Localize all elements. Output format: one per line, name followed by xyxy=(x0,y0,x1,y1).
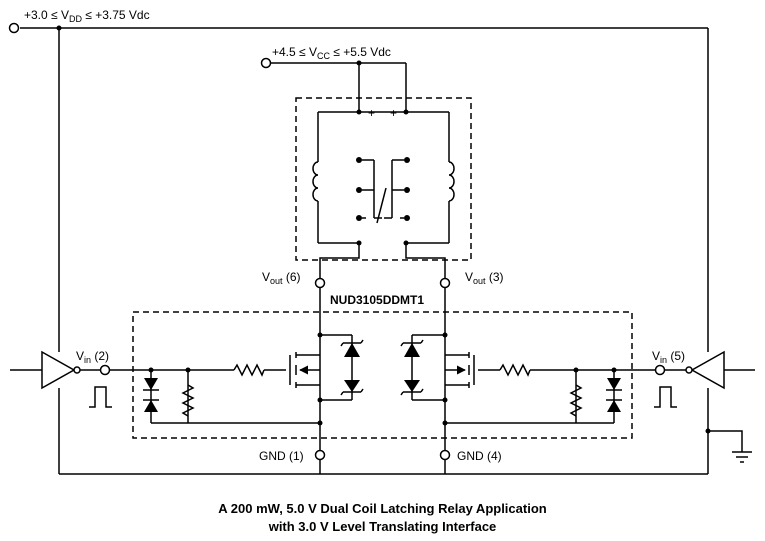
relay-pin-dot xyxy=(356,109,362,115)
vout3-terminal xyxy=(439,277,451,289)
vout6-label: Vout (6) xyxy=(262,270,301,286)
caption-line-2: with 3.0 V Level Translating Interface xyxy=(268,519,497,534)
vin2-terminal xyxy=(99,364,111,376)
left-buffer-icon xyxy=(41,350,76,390)
junction-dot xyxy=(442,332,448,338)
vcc-range-label: +4.5 ≤ VCC ≤ +5.5 Vdc xyxy=(272,45,391,61)
left-series-resistor-icon xyxy=(233,363,265,377)
gnd1-terminal xyxy=(314,449,326,461)
right-clamp-zener-icon xyxy=(400,339,424,396)
relay-pin-dot xyxy=(403,109,409,115)
junction-dot xyxy=(185,367,191,373)
gnd4-terminal xyxy=(439,449,451,461)
relay-plus-right: + xyxy=(390,106,397,120)
junction-dot xyxy=(573,367,579,373)
junction-dot xyxy=(442,397,448,403)
junction-dot xyxy=(317,397,323,403)
left-input-zener-icon xyxy=(143,378,159,412)
right-series-resistor-icon xyxy=(499,363,531,377)
pulse-right-icon xyxy=(654,386,677,408)
vcc-junction-dot xyxy=(356,60,362,66)
relay-contact-dots xyxy=(356,157,410,221)
ic-box xyxy=(132,311,633,439)
vout-wires xyxy=(319,243,446,278)
right-buffer-icon xyxy=(690,350,725,390)
ground-junction-dot xyxy=(705,428,711,434)
junction-dot xyxy=(442,420,448,426)
gnd4-label: GND (4) xyxy=(457,449,502,463)
left-shunt-resistor-icon xyxy=(181,384,195,417)
relay-contacts-icon xyxy=(362,159,404,224)
vcc-terminal xyxy=(260,57,272,69)
right-input-zener-icon xyxy=(606,378,622,412)
relay-coil-frame xyxy=(317,111,450,244)
part-number-label: NUD3105DDMT1 xyxy=(330,293,424,307)
left-buffer-bubble xyxy=(73,366,81,374)
relay-coil-right-icon xyxy=(448,161,455,202)
vdd-terminal xyxy=(8,22,20,34)
junction-dot xyxy=(317,332,323,338)
vout6-terminal xyxy=(314,277,326,289)
gnd1-label: GND (1) xyxy=(259,449,304,463)
vdd-rail xyxy=(20,27,709,352)
vdd-junction-dot xyxy=(56,25,62,31)
junction-dot xyxy=(317,420,323,426)
vdd-range-label: +3.0 ≤ VDD ≤ +3.75 Vdc xyxy=(24,8,150,24)
vin2-label: Vin (2) xyxy=(76,349,109,365)
vin5-terminal xyxy=(654,364,666,376)
relay-coil-left-icon xyxy=(312,161,319,202)
junction-dot xyxy=(611,367,617,373)
junction-dot xyxy=(148,367,154,373)
right-buffer-bubble xyxy=(685,366,693,374)
pulse-left-icon xyxy=(89,386,112,408)
left-clamp-zener-icon xyxy=(340,339,364,396)
relay-box xyxy=(295,97,472,261)
vcc-rail xyxy=(271,62,407,112)
right-shunt-resistor-icon xyxy=(569,384,583,417)
ground-rail xyxy=(58,388,743,475)
ground-icon xyxy=(732,451,752,463)
vin5-label: Vin (5) xyxy=(652,349,685,365)
vout3-label: Vout (3) xyxy=(465,270,504,286)
caption-line-1: A 200 mW, 5.0 V Dual Coil Latching Relay… xyxy=(218,501,547,516)
relay-plus-left: + xyxy=(368,106,375,120)
